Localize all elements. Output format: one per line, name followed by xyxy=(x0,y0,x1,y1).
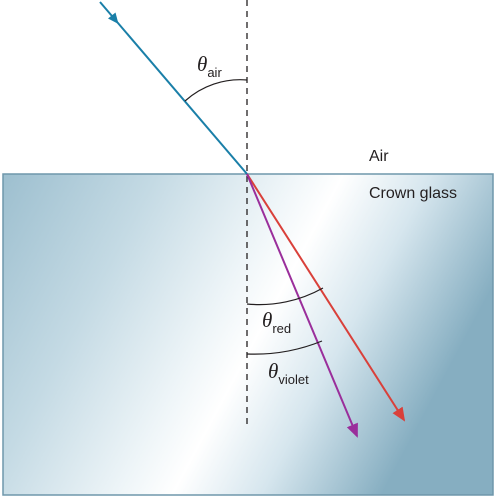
theta-violet-label: θviolet xyxy=(268,359,309,387)
medium-label-air: Air xyxy=(369,148,389,165)
theta-red-label: θred xyxy=(262,308,291,336)
theta-red-arc xyxy=(246,287,324,306)
theta-violet-arc xyxy=(246,340,323,355)
incident-ray xyxy=(99,1,248,175)
medium-label-crown-glass: Crown glass xyxy=(369,185,457,202)
theta-air-arc xyxy=(184,79,248,102)
violet-refracted-ray xyxy=(246,173,358,438)
incident-ray-arrowhead xyxy=(108,12,119,24)
theta-air-label: θair xyxy=(197,52,222,80)
red-refracted-ray xyxy=(246,173,406,422)
crown-glass-block xyxy=(2,173,494,496)
